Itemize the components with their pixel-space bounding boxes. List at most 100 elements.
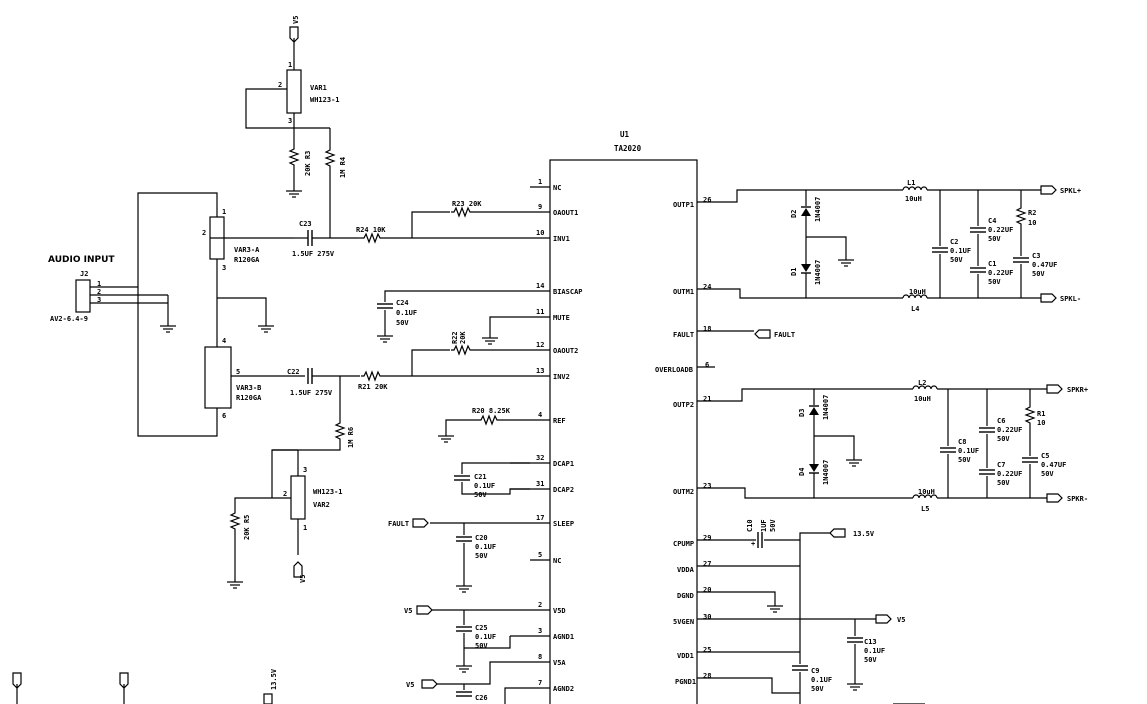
v13-port[interactable]: 13.5V [829,528,875,538]
c20-value: 0.1UF [475,543,496,551]
c22-value: 1.5UF 275V [290,389,333,397]
c25-voltage: 50V [475,642,488,650]
pin-number: 3 [538,627,542,635]
pin-name: NC [553,184,561,192]
pin-number: 31 [536,480,544,488]
v5-port-v5d[interactable]: V5 [404,605,433,615]
j2-pin: 3 [97,296,101,304]
r20-resistor: R20 8.25K [437,407,530,443]
pin-number: 17 [536,514,544,522]
pin-number: 18 [703,325,711,333]
d2-ref: D2 [790,210,798,218]
audio-input-jack: AUDIO INPUT J2 1 2 3 AV2-6.4-9 [48,255,177,333]
var2-part: WH123-1 [313,488,343,496]
ground-icon [226,575,244,589]
ground-icon [285,184,303,198]
ground-icon [376,329,394,343]
c6-c7-capacitors: C6 0.22UF 50V C7 0.22UF 50V [978,389,1022,498]
l5-value: 10uH [918,488,935,496]
c4-ref: C4 [988,217,996,225]
pin-number: 7 [538,679,542,687]
ground-icon [455,659,473,673]
v5-port-5vgen[interactable]: V5 [875,614,905,624]
pin-name: DCAP2 [553,486,574,494]
d4-ref: D4 [798,468,806,476]
ground-icon [846,677,864,691]
c13-capacitor: C13 0.1UF 50V [846,619,885,691]
ic-ref: U1 [620,130,630,139]
c9-voltage: 50V [811,685,824,693]
fault-port-right[interactable]: FAULT [697,329,795,339]
d3-diode: D3 1N4007 [798,389,830,436]
var1-pin: 3 [288,117,292,125]
v5-label: V5 [299,575,307,583]
pin-number: 13 [536,367,544,375]
c7-voltage: 50V [997,479,1010,487]
pin-name: OUTM1 [673,288,694,296]
spkr-plus-port[interactable]: SPKR+ [1046,384,1088,394]
pin-name: CPUMP [673,540,694,548]
r21-label: R21 20K [358,383,388,391]
ground-icon [257,319,275,333]
pin-number: 21 [703,395,711,403]
c9-ref: C9 [811,667,819,675]
pin-number: 10 [536,229,544,237]
pin-number: 14 [536,282,544,290]
d1-ref: D1 [790,268,798,276]
pin-name: INV1 [553,235,570,243]
pin-number: 23 [703,482,711,490]
c13-voltage: 50V [864,656,877,664]
pin-name: OUTM2 [673,488,694,496]
v5-port-v5a[interactable]: V5 [406,679,438,689]
r24-resistor: R24 10K [356,226,530,243]
c24-value: 0.1UF [396,309,417,317]
l5-inductor: 10uH L5 [814,488,1047,513]
fault-port-left[interactable]: FAULT [388,518,429,528]
pin-name: OVERLOADB [655,366,693,374]
c26-ref: C26 [475,694,488,702]
ground-icon [766,599,784,613]
spkl-minus-port[interactable]: SPKL- [1040,293,1081,303]
var3b-ref: VAR3-B [236,384,261,392]
var3a-ref: VAR3-A [234,246,260,254]
c10-plus: + [751,540,755,548]
var2-pin: 1 [303,524,307,532]
l1-inductor: L1 10uH [806,179,1041,203]
c20-voltage: 50V [475,552,488,560]
pin-name: SLEEP [553,520,574,528]
c3-voltage: 50V [1032,270,1045,278]
v13-label: 13.5V [270,668,278,690]
pin-number: 9 [538,203,542,211]
l4-ref: L4 [911,305,919,313]
ground-icon [159,319,177,333]
j2-pin: 2 [97,288,101,296]
var2-pin: 3 [303,466,307,474]
v5-label: V5 [292,16,300,24]
r3-resistor: 20K R3 [285,128,312,198]
c8-capacitor: C8 0.1UF 50V [939,389,979,498]
c2-ref: C2 [950,238,958,246]
c10-value: 1UF [760,519,768,532]
c5-voltage: 50V [1041,470,1054,478]
c6-ref: C6 [997,417,1005,425]
v5-label: V5 [406,681,414,689]
c5-ref: C5 [1041,452,1049,460]
r22-ref: R22 [451,331,459,344]
pin-number: 1 [538,178,542,186]
r5-label: 20K R5 [243,515,251,540]
pin-name: OUTP1 [673,201,694,209]
pin-name: V5A [553,659,566,667]
pin-number: 8 [538,653,542,661]
v13-label: 13.5V [853,530,875,538]
var3a-pin: 1 [222,208,226,216]
spkl-minus-label: SPKL- [1060,295,1081,303]
d4-diode: D4 1N4007 [798,436,830,498]
spkl-plus-port[interactable]: SPKL+ [1040,185,1081,195]
r5-resistor: 20K R5 [226,509,251,589]
spkr-minus-port[interactable]: SPKR- [1046,493,1088,503]
c23-capacitor: C23 1.5UF 275V [292,220,358,258]
var1-pin: 2 [278,81,282,89]
c8-ref: C8 [958,438,966,446]
